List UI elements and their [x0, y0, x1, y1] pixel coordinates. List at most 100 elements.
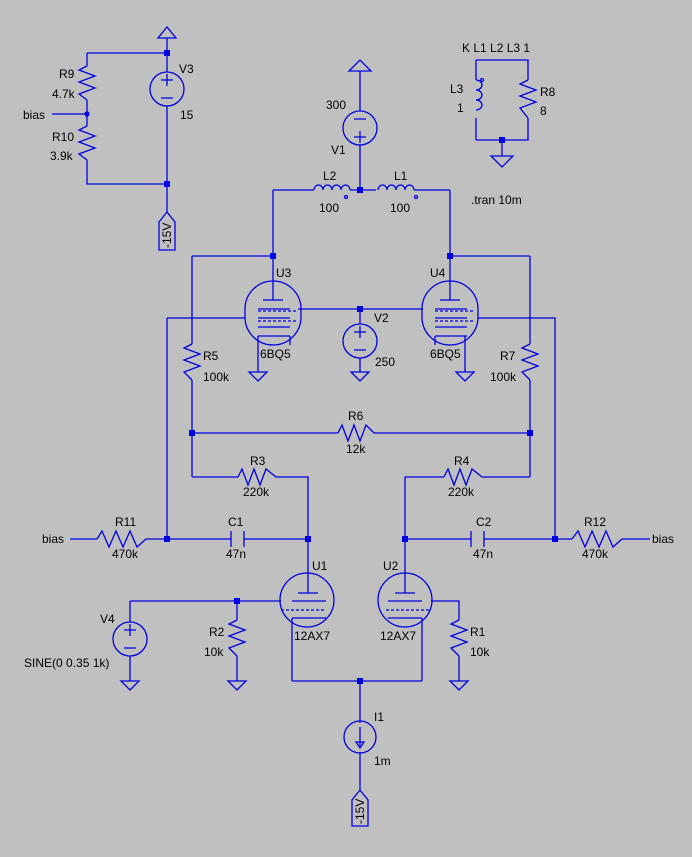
neg15-top-port[interactable]: [158, 210, 176, 251]
r11-resistor[interactable]: [96, 529, 147, 549]
coupling-row: [70, 529, 650, 549]
c2-name: C2: [476, 515, 492, 529]
r5-value: 100k: [203, 370, 230, 384]
neg15-bottom-label: -15V: [353, 799, 367, 824]
r5-name: R5: [203, 349, 219, 363]
output-stage: [166, 255, 556, 539]
ground-v4: [119, 680, 141, 691]
v2-name: V2: [374, 311, 389, 325]
bias-label-left: bias: [42, 532, 64, 546]
c1-name: C1: [228, 515, 244, 529]
v3-source[interactable]: [149, 71, 185, 107]
r8-value: 8: [540, 104, 547, 118]
l2-inductor[interactable]: [313, 184, 351, 191]
u4-name: U4: [430, 266, 446, 280]
c2-value: 47n: [473, 547, 493, 561]
l3-name: L3: [450, 82, 464, 96]
v1-supply-arrow: [347, 59, 373, 72]
r10-name: R10: [52, 130, 74, 144]
u3-value: 6BQ5: [260, 347, 291, 361]
r6-value: 12k: [346, 442, 366, 456]
r7-resistor[interactable]: [520, 343, 540, 381]
r4-resistor[interactable]: [443, 467, 483, 487]
u4-tube[interactable]: [421, 280, 479, 346]
u2-value: 12AX7: [380, 629, 416, 643]
r3-value: 220k: [243, 485, 270, 499]
v4-value: SINE(0 0.35 1k): [24, 656, 109, 670]
r6-resistor[interactable]: [337, 423, 375, 443]
i1-value: 1m: [374, 754, 391, 768]
r11-name: R11: [115, 515, 136, 529]
r1-value: 10k: [470, 645, 490, 659]
r4-name: R4: [454, 454, 470, 468]
v4-name: V4: [100, 612, 115, 626]
c2-capacitor[interactable]: [470, 531, 485, 547]
l2-value: 100: [319, 201, 339, 215]
l1-value: 100: [390, 201, 410, 215]
r5-resistor[interactable]: [182, 343, 202, 381]
l3-inductor[interactable]: [475, 79, 483, 111]
neg15-top-label: -15V: [160, 223, 174, 248]
v2-source[interactable]: [342, 323, 378, 359]
r4-value: 220k: [448, 485, 475, 499]
r3-resistor[interactable]: [237, 467, 277, 487]
ground-l3: [489, 155, 515, 168]
ground-r1: [448, 680, 470, 691]
u3-tube[interactable]: [244, 280, 302, 346]
r10-resistor[interactable]: [77, 125, 97, 161]
l2-name: L2: [323, 169, 337, 183]
c1-value: 47n: [226, 547, 246, 561]
bias-divider: [52, 25, 185, 251]
r12-resistor[interactable]: [571, 529, 623, 549]
tran-directive[interactable]: .tran 10m: [471, 193, 522, 207]
u4-value: 6BQ5: [430, 347, 461, 361]
u2-name: U2: [383, 559, 399, 573]
r8-name: R8: [540, 85, 556, 99]
v2-value: 250: [375, 355, 395, 369]
l3-value: 1: [457, 101, 464, 115]
ground-v2: [349, 371, 371, 382]
ground-r2: [226, 680, 248, 691]
r3-name: R3: [250, 454, 266, 468]
r2-value: 10k: [204, 645, 224, 659]
v3-value: 15: [180, 108, 194, 122]
r12-name: R12: [584, 515, 606, 529]
v3-supply-arrow: [156, 25, 178, 39]
v4-source[interactable]: [112, 621, 148, 657]
v3-name: V3: [179, 62, 194, 76]
plate-supply: [270, 59, 453, 259]
r1-resistor[interactable]: [449, 619, 469, 657]
r2-name: R2: [209, 625, 225, 639]
r7-name: R7: [500, 349, 516, 363]
bias-label-top: bias: [23, 108, 45, 122]
r9-name: R9: [59, 67, 75, 81]
u2-tube[interactable]: [377, 572, 433, 628]
r12-value: 470k: [582, 547, 609, 561]
neg15-bottom-port[interactable]: [351, 788, 369, 827]
v1-name: V1: [331, 143, 346, 157]
i1-name: I1: [374, 710, 384, 724]
u1-name: U1: [312, 559, 328, 573]
r7-value: 100k: [490, 370, 517, 384]
r2-resistor[interactable]: [227, 619, 247, 657]
r10-value: 3.9k: [50, 149, 74, 163]
speaker-load: [475, 59, 538, 168]
r1-name: R1: [470, 625, 486, 639]
r8-resistor[interactable]: [518, 79, 538, 119]
l1-inductor[interactable]: [377, 184, 415, 191]
c1-capacitor[interactable]: [230, 531, 245, 547]
ground-u3: [247, 371, 269, 382]
r9-resistor[interactable]: [77, 65, 97, 101]
ground-u4: [454, 371, 476, 382]
u1-tube[interactable]: [279, 572, 335, 628]
v1-value: 300: [326, 98, 346, 112]
input-stage: [112, 539, 470, 827]
u1-value: 12AX7: [294, 629, 330, 643]
i1-current-source[interactable]: [343, 720, 377, 754]
r9-value: 4.7k: [52, 87, 76, 101]
coupling-directive[interactable]: K L1 L2 L3 1: [462, 41, 530, 55]
v1-source[interactable]: [342, 110, 378, 146]
bias-label-right: bias: [652, 532, 674, 546]
u3-name: U3: [276, 266, 292, 280]
